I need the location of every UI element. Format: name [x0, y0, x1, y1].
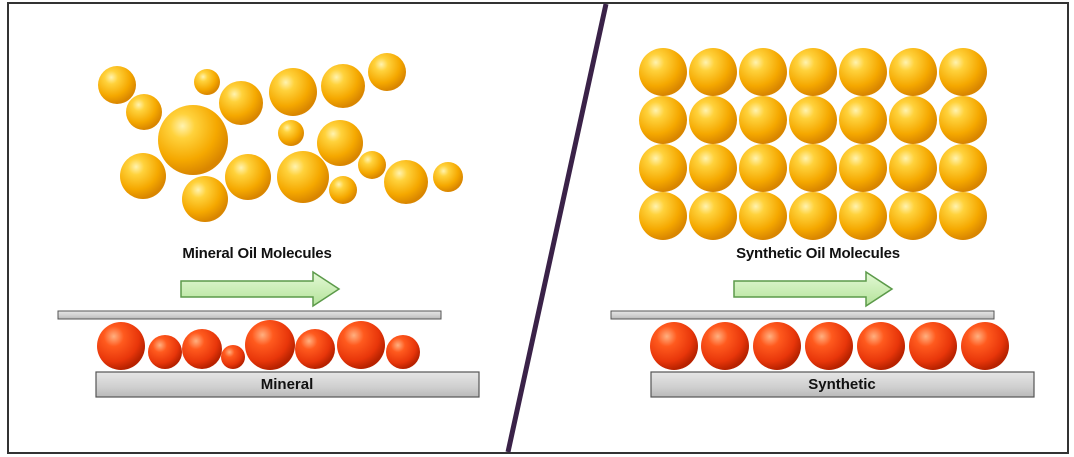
mineral-film-molecule — [337, 321, 385, 369]
synthetic-molecule — [789, 144, 837, 192]
synthetic-molecule — [689, 96, 737, 144]
synthetic-molecule — [789, 96, 837, 144]
mineral-top-plate — [57, 310, 442, 320]
synthetic-caption: Synthetic Oil Molecules — [736, 245, 900, 262]
synthetic-molecule — [939, 96, 987, 144]
synthetic-molecule — [939, 192, 987, 240]
synthetic-molecule — [839, 192, 887, 240]
mineral-plate-label: Mineral — [260, 376, 314, 393]
synthetic-molecule — [639, 48, 687, 96]
mineral-molecule — [277, 151, 329, 203]
synthetic-film-molecule — [753, 322, 801, 370]
mineral-molecule — [126, 94, 162, 130]
synthetic-molecule — [639, 144, 687, 192]
mineral-film-molecules — [97, 320, 420, 370]
mineral-film-molecule — [295, 329, 335, 369]
synthetic-bottom-plate — [650, 371, 1035, 398]
synthetic-film-molecule — [650, 322, 698, 370]
synthetic-molecule — [739, 48, 787, 96]
mineral-molecule — [278, 120, 304, 146]
synthetic-film-molecules — [650, 322, 1009, 370]
mineral-film-molecule — [386, 335, 420, 369]
synthetic-molecule — [839, 144, 887, 192]
mineral-caption: Mineral Oil Molecules — [182, 245, 332, 262]
synthetic-molecule — [889, 192, 937, 240]
synthetic-molecule — [639, 96, 687, 144]
mineral-bottom-plate — [95, 371, 480, 398]
synthetic-molecule — [739, 192, 787, 240]
synthetic-top-plate — [610, 310, 995, 320]
mineral-molecule — [120, 153, 166, 199]
synthetic-molecule — [739, 144, 787, 192]
mineral-molecule — [329, 176, 357, 204]
mineral-film-molecule — [97, 322, 145, 370]
mineral-film-molecule — [182, 329, 222, 369]
synthetic-film-molecule — [857, 322, 905, 370]
mineral-molecule — [98, 66, 136, 104]
mineral-molecule — [225, 154, 271, 200]
synthetic-molecule — [689, 192, 737, 240]
mineral-film-molecule — [245, 320, 295, 370]
synthetic-molecule — [889, 96, 937, 144]
right-flow-arrow — [733, 270, 894, 308]
mineral-molecule — [219, 81, 263, 125]
synthetic-molecule — [839, 96, 887, 144]
synthetic-molecule — [939, 48, 987, 96]
synthetic-molecule — [939, 144, 987, 192]
synthetic-molecule — [689, 48, 737, 96]
mineral-molecule — [317, 120, 363, 166]
left-flow-arrow — [180, 270, 341, 308]
synthetic-molecule — [689, 144, 737, 192]
mineral-film-molecule — [221, 345, 245, 369]
mineral-molecule-cluster — [98, 53, 463, 222]
mineral-molecule — [194, 69, 220, 95]
synthetic-film-molecule — [909, 322, 957, 370]
synthetic-film-molecule — [805, 322, 853, 370]
mineral-molecule — [384, 160, 428, 204]
mineral-film-molecule — [148, 335, 182, 369]
synthetic-plate-label: Synthetic — [808, 376, 876, 393]
synthetic-molecule — [789, 48, 837, 96]
mineral-molecule — [269, 68, 317, 116]
mineral-molecule — [358, 151, 386, 179]
synthetic-molecule — [789, 192, 837, 240]
mineral-molecule — [182, 176, 228, 222]
panel-divider — [505, 3, 609, 453]
synthetic-molecule — [739, 96, 787, 144]
mineral-molecule — [368, 53, 406, 91]
mineral-molecule — [158, 105, 228, 175]
mineral-molecule — [433, 162, 463, 192]
synthetic-molecule — [889, 48, 937, 96]
synthetic-molecule — [839, 48, 887, 96]
synthetic-molecule — [889, 144, 937, 192]
synthetic-film-molecule — [701, 322, 749, 370]
synthetic-molecule — [639, 192, 687, 240]
mineral-molecule — [321, 64, 365, 108]
synthetic-molecule-grid — [639, 48, 987, 240]
synthetic-film-molecule — [961, 322, 1009, 370]
